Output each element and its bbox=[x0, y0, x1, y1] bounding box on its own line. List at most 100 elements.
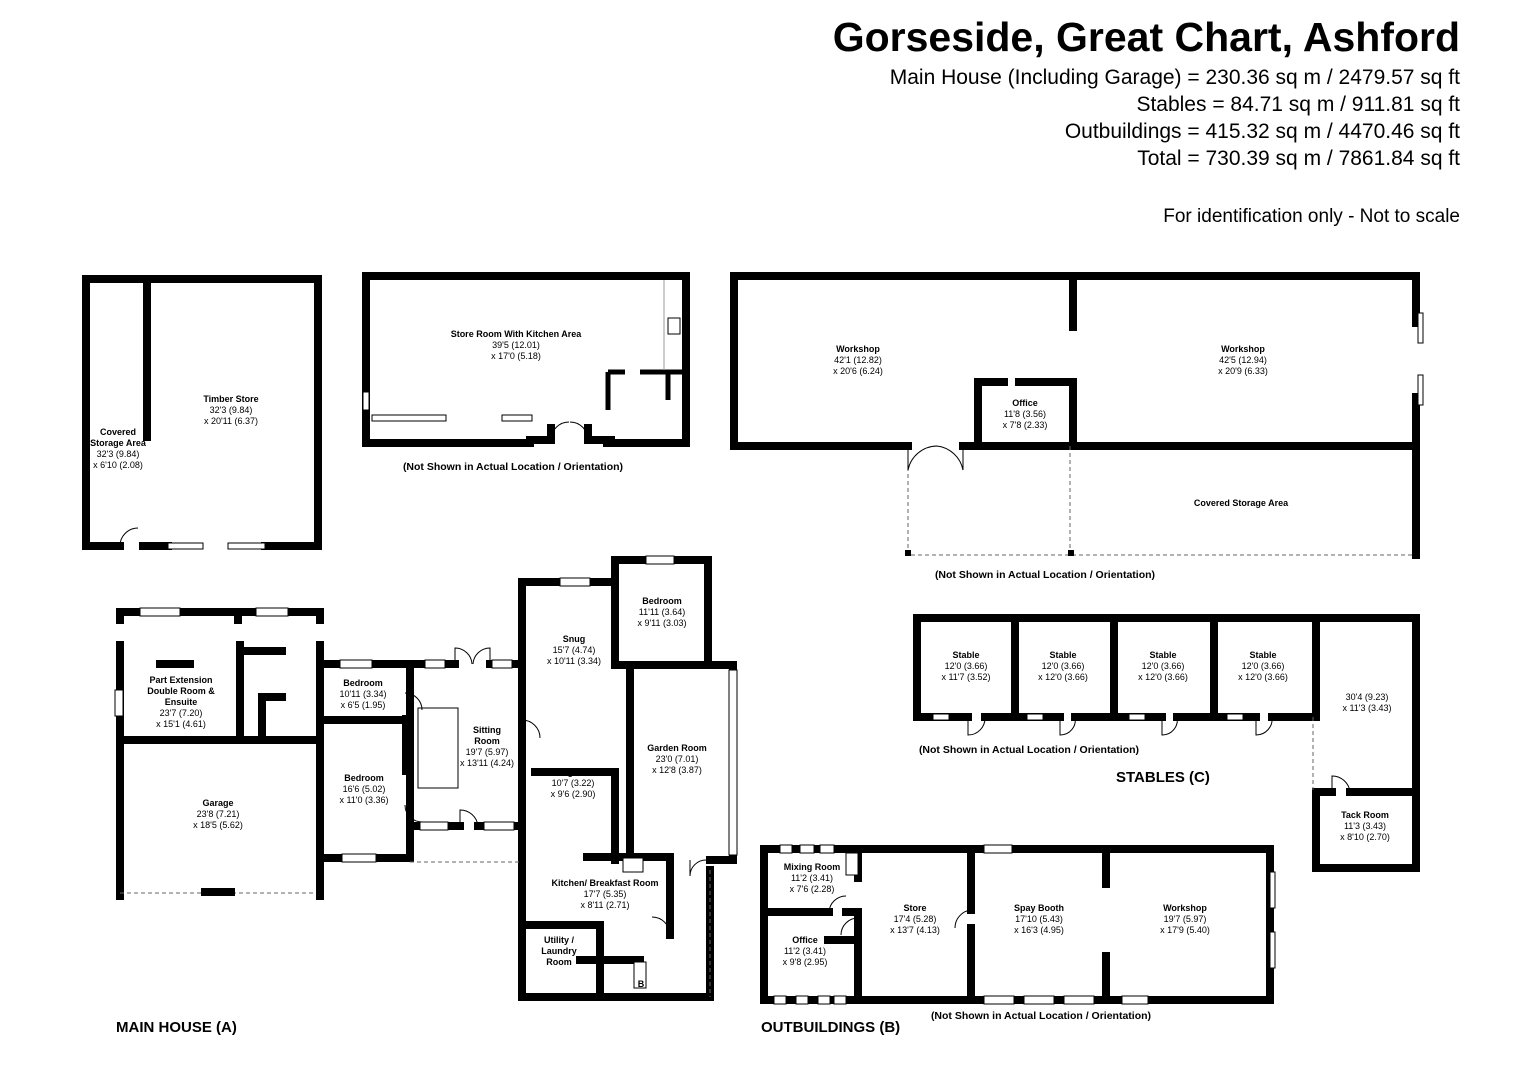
room-name: Room bbox=[474, 736, 500, 746]
plan-title: Gorseside, Great Chart, Ashford bbox=[832, 14, 1460, 60]
disclaimer: For identification only - Not to scale bbox=[1163, 206, 1460, 227]
area-total: Total = 730.39 sq m / 7861.84 sq ft bbox=[1137, 147, 1460, 170]
room-name: Bedroom bbox=[344, 773, 384, 783]
notes: (Not Shown in Actual Location / Orientat… bbox=[403, 461, 1155, 1022]
main-house-building: B bbox=[114, 555, 738, 1001]
outbuildings-building bbox=[760, 844, 1276, 1005]
room-name: Bedroom bbox=[642, 596, 682, 606]
room-dimensions: x 9'11 (3.03) bbox=[637, 618, 686, 628]
room-dimensions: x 9'6 (2.90) bbox=[551, 789, 596, 799]
room-dimensions: 19'7 (5.97) bbox=[466, 747, 509, 757]
room-name: Garage bbox=[202, 798, 233, 808]
room-dimensions: x 7'8 (2.33) bbox=[1003, 420, 1048, 430]
room-name: Storage Area bbox=[90, 438, 147, 448]
area-outbuildings: Outbuildings = 415.32 sq m / 4470.46 sq … bbox=[1064, 120, 1460, 143]
room-name: Timber Store bbox=[203, 394, 258, 404]
area-stables: Stables = 84.71 sq m / 911.81 sq ft bbox=[1136, 93, 1460, 116]
room-dimensions: 23'7 (7.20) bbox=[160, 708, 203, 718]
room-name: Stable bbox=[1149, 650, 1176, 660]
section-label-main-house: MAIN HOUSE (A) bbox=[116, 1019, 237, 1036]
room-dimensions: 30'4 (9.23) bbox=[1346, 692, 1389, 702]
room-dimensions: x 9'8 (2.95) bbox=[783, 957, 828, 967]
room-dimensions: x 16'3 (4.95) bbox=[1014, 925, 1064, 935]
room-dimensions: x 13'11 (4.24) bbox=[460, 758, 514, 768]
room-name: Office bbox=[1012, 398, 1038, 408]
store-room-building bbox=[362, 272, 690, 447]
room-name: Utility / bbox=[544, 935, 575, 945]
room-name: Stable bbox=[1049, 650, 1076, 660]
room-dimensions: 32'3 (9.84) bbox=[97, 449, 140, 459]
room-label: 30'4 (9.23)x 11'3 (3.43) bbox=[1342, 692, 1391, 713]
room-name: Covered bbox=[100, 427, 136, 437]
orientation-note-store-room: (Not Shown in Actual Location / Orientat… bbox=[403, 461, 623, 473]
room-dimensions: x 20'11 (6.37) bbox=[204, 416, 258, 426]
room-dimensions: 15'7 (4.74) bbox=[553, 645, 596, 655]
room-dimensions: x 20'6 (6.24) bbox=[833, 366, 883, 376]
room-dimensions: x 12'0 (3.66) bbox=[1138, 672, 1188, 682]
room-name: Laundry bbox=[541, 946, 577, 956]
room-dimensions: 32'3 (9.84) bbox=[210, 405, 253, 415]
section-label-stables: STABLES (C) bbox=[1116, 769, 1210, 786]
room-dimensions: x 12'0 (3.66) bbox=[1038, 672, 1088, 682]
room-name: Sitting bbox=[473, 725, 501, 735]
area-summary: Main House (Including Garage) = 230.36 s… bbox=[890, 64, 1460, 172]
orientation-note-stables: (Not Shown in Actual Location / Orientat… bbox=[919, 744, 1139, 756]
room-dimensions: x 17'0 (5.18) bbox=[491, 351, 541, 361]
orientation-note-workshop: (Not Shown in Actual Location / Orientat… bbox=[935, 569, 1155, 581]
room-name: Stable bbox=[952, 650, 979, 660]
room-dimensions: x 13'7 (4.13) bbox=[890, 925, 940, 935]
room-name: Stable bbox=[1249, 650, 1276, 660]
room-name: Store Room With Kitchen Area bbox=[451, 329, 583, 339]
room-dimensions: 39'5 (12.01) bbox=[492, 340, 540, 350]
room-dimensions: 42'1 (12.82) bbox=[834, 355, 882, 365]
room-name: Bedroom bbox=[343, 678, 383, 688]
room-name: Spay Booth bbox=[1014, 903, 1064, 913]
room-dimensions: 12'0 (3.66) bbox=[1042, 661, 1085, 671]
room-dimensions: x 15'1 (4.61) bbox=[156, 719, 206, 729]
room-dimensions: 10'11 (3.34) bbox=[339, 689, 386, 699]
room-dimensions: x 10'11 (3.34) bbox=[547, 656, 601, 666]
room-dimensions: x 11'0 (3.36) bbox=[339, 795, 388, 805]
room-dimensions: x 8'10 (2.70) bbox=[1340, 832, 1390, 842]
room-name: Workshop bbox=[1221, 344, 1265, 354]
room-dimensions: x 6'5 (1.95) bbox=[341, 700, 386, 710]
room-dimensions: x 8'11 (2.71) bbox=[580, 900, 629, 910]
area-main-house: Main House (Including Garage) = 230.36 s… bbox=[889, 66, 1460, 89]
room-dimensions: 11'2 (3.41) bbox=[791, 873, 833, 883]
room-name: Part Extension bbox=[149, 675, 212, 685]
room-dimensions: 23'8 (7.21) bbox=[197, 809, 240, 819]
stables-building bbox=[913, 614, 1420, 872]
room-name: Room bbox=[546, 957, 572, 967]
room-dimensions: 11'3 (3.43) bbox=[1344, 821, 1386, 831]
room-dimensions: 11'11 (3.64) bbox=[639, 607, 685, 617]
room-dimensions: x 11'7 (3.52) bbox=[941, 672, 990, 682]
room-dimensions: 10'7 (3.22) bbox=[552, 778, 595, 788]
room-dimensions: x 12'8 (3.87) bbox=[652, 765, 702, 775]
room-name: Tack Room bbox=[1341, 810, 1389, 820]
room-dimensions: x 7'6 (2.28) bbox=[790, 884, 835, 894]
room-dimensions: 11'2 (3.41) bbox=[784, 946, 826, 956]
room-name: Office bbox=[792, 935, 818, 945]
room-name: Covered Storage Area bbox=[1194, 498, 1289, 508]
room-name: Kitchen/ Breakfast Room bbox=[551, 878, 658, 888]
room-dimensions: 12'0 (3.66) bbox=[1242, 661, 1285, 671]
